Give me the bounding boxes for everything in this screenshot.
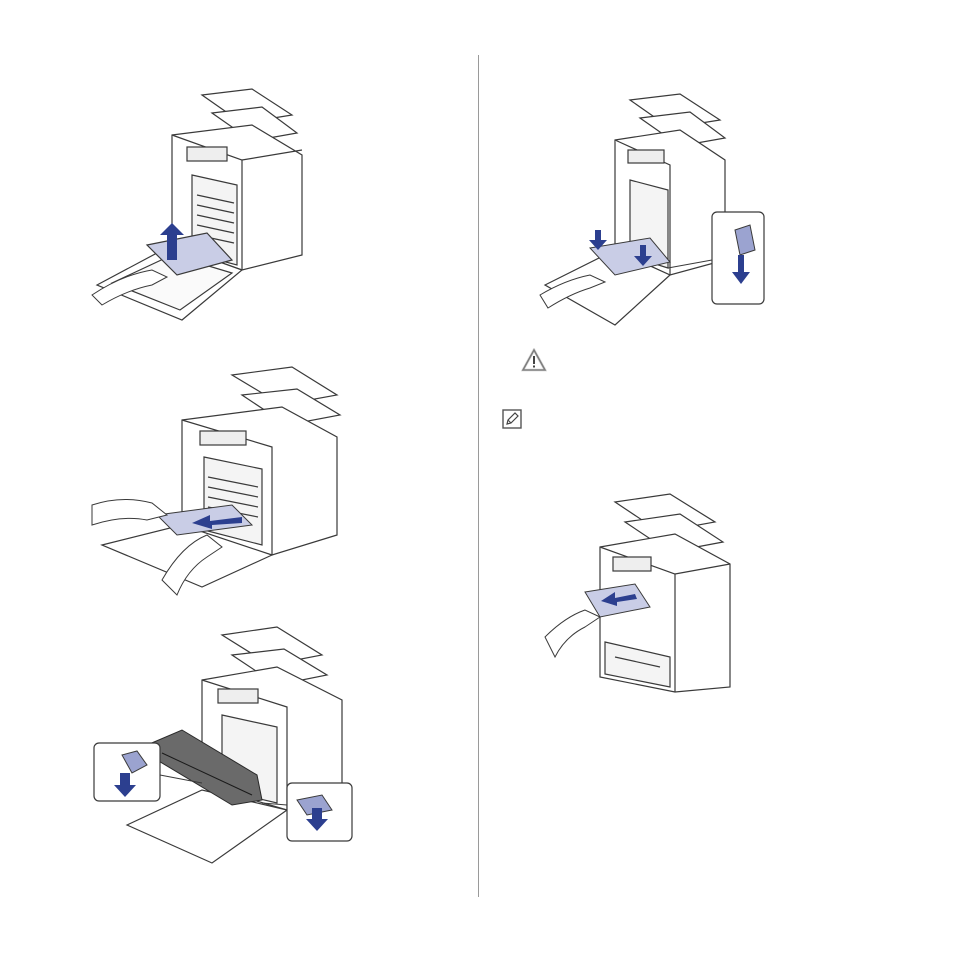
- note-icon: [502, 409, 522, 429]
- figure-remove-transfer-belt: [92, 85, 312, 325]
- column-divider: [478, 55, 479, 897]
- caution-icon: [521, 348, 547, 372]
- figure-reinsert-transfer-belt: [540, 90, 766, 330]
- figure-remove-paper-from-output: [545, 492, 735, 692]
- figure-reinsert-imaging-unit: [92, 625, 354, 870]
- figure-pull-jammed-paper: [92, 365, 342, 595]
